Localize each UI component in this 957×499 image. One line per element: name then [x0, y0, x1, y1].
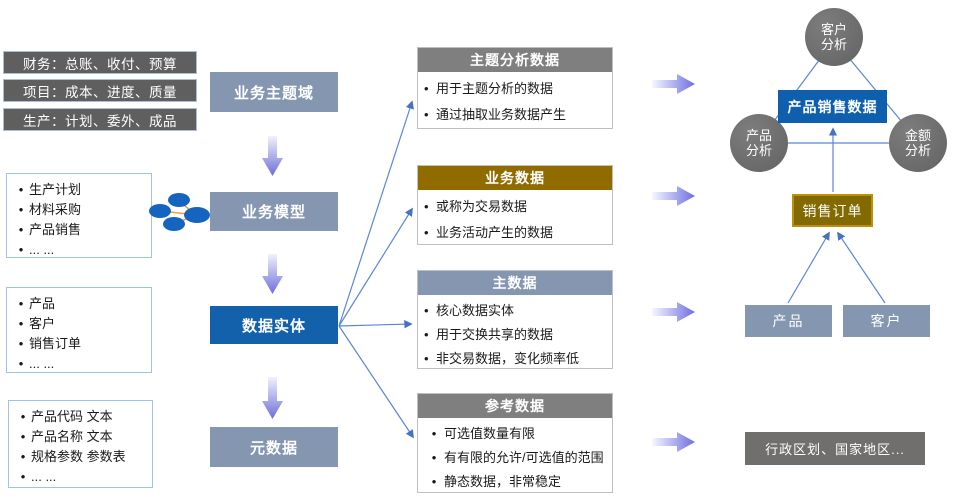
business-data-node: 销售订单 [792, 194, 873, 227]
business-model-list: 生产计划 材料采购 产品销售 ... ... [6, 173, 152, 258]
list-item: 产品 [13, 294, 147, 314]
card-business-data: 业务数据 或称为交易数据 业务活动产生的数据 [417, 165, 613, 245]
analysis-circle-customer: 客户分析 [805, 8, 863, 66]
subject-data-node: 产品销售数据 [778, 90, 887, 123]
card-master-data: 主数据 核心数据实体 用于交换共享的数据 非交易数据，变化频率低 [417, 270, 613, 369]
list-item: 产品名称 文本 [15, 427, 148, 447]
card-header: 主数据 [418, 271, 612, 295]
reference-data-node: 行政区划、国家地区... [745, 432, 925, 465]
card-bullet: 或称为交易数据 [424, 194, 610, 220]
pipeline-stage-business-model: 业务模型 [210, 192, 338, 231]
list-item: 规格参数 参数表 [15, 447, 148, 467]
card-bullet: 业务活动产生的数据 [424, 220, 610, 246]
card-header: 业务数据 [418, 166, 612, 190]
right-arrow-icon [652, 432, 695, 452]
list-item: 产品代码 文本 [15, 407, 148, 427]
list-item: 生产计划 [13, 180, 147, 200]
list-item: ... ... [13, 240, 147, 260]
circle-label: 客户分析 [820, 22, 847, 52]
card-header: 参考数据 [418, 394, 612, 418]
card-bullet: 通过抽取业务数据产生 [424, 102, 610, 128]
list-item: 客户 [13, 314, 147, 334]
pipeline-stage-subject-domain: 业务主题域 [210, 72, 338, 112]
business-domain-box-project: 项目：成本、进度、质量 [3, 79, 197, 102]
list-item: ... ... [13, 354, 147, 374]
circle-label: 金额分析 [904, 128, 931, 158]
business-domain-box-finance: 财务：总账、收付、预算 [3, 51, 197, 74]
right-arrow-icon [652, 302, 695, 322]
down-arrow-icon [262, 136, 283, 176]
analysis-circle-amount: 金额分析 [889, 114, 947, 172]
business-domain-box-production: 生产：计划、委外、成品 [3, 108, 197, 131]
list-item: 材料采购 [13, 200, 147, 220]
metadata-attribute-list: 产品代码 文本 产品名称 文本 规格参数 参数表 ... ... [8, 400, 153, 488]
master-data-node-customer: 客户 [843, 305, 930, 337]
pipeline-stage-metadata: 元数据 [210, 427, 338, 467]
card-subject-analysis-data: 主题分析数据 用于主题分析的数据 通过抽取业务数据产生 [417, 47, 613, 129]
card-bullet: 静态数据，非常稳定 [424, 470, 610, 494]
down-arrow-icon [262, 377, 283, 419]
master-data-node-product: 产品 [745, 305, 832, 337]
card-bullet: 用于交换共享的数据 [424, 323, 610, 347]
card-reference-data: 参考数据 可选值数量有限 有有限的允许/可选值的范围 静态数据，非常稳定 [417, 393, 613, 493]
card-bullet: 可选值数量有限 [424, 422, 610, 446]
data-entity-list: 产品 客户 销售订单 ... ... [6, 287, 152, 373]
card-header: 主题分析数据 [418, 48, 612, 72]
list-item: 销售订单 [13, 334, 147, 354]
network-icon [149, 193, 210, 231]
circle-label: 产品分析 [745, 128, 772, 158]
card-bullet: 用于主题分析的数据 [424, 76, 610, 102]
card-bullet: 有有限的允许/可选值的范围 [424, 446, 610, 470]
card-bullet: 核心数据实体 [424, 299, 610, 323]
right-arrow-icon [652, 186, 695, 206]
pipeline-stage-data-entity: 数据实体 [210, 306, 338, 344]
down-arrow-icon [262, 254, 283, 294]
list-item: ... ... [15, 467, 148, 487]
card-bullet: 非交易数据，变化频率低 [424, 347, 610, 371]
right-arrow-icon [652, 74, 695, 94]
list-item: 产品销售 [13, 220, 147, 240]
